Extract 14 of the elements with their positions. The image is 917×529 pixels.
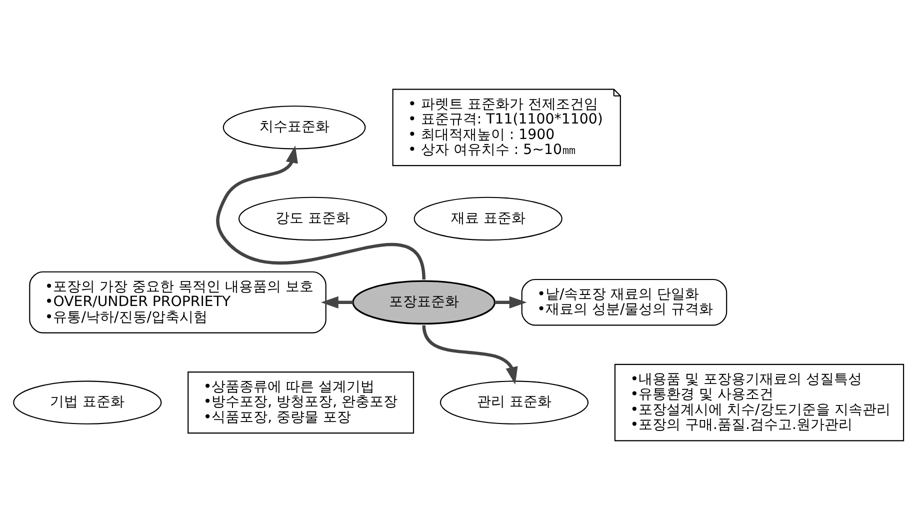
node-box: •상품종류에 따른 설계기법 •방수포장, 방청포장, 완충포장 •식품포장, 중량물 포장 bbox=[188, 371, 414, 434]
node-ellipse: 기법 표준화 bbox=[13, 380, 162, 424]
node-box: •내용품 및 포장용기재료의 성질특성 •유통환경 및 사용조건 •포장설계시에 치수/강도기준을 지속관리 •포장의 구매.품질.검수고.원가관리 bbox=[614, 363, 904, 441]
arrow bbox=[494, 296, 527, 308]
node-ellipse: 포장표준화 bbox=[352, 280, 496, 324]
node-box: •포장의 가장 중요한 목적인 내용품의 보호 •OVER/UNDER PROPRIETY •유통/낙하/진동/압축시험 bbox=[29, 270, 326, 333]
node-ellipse: 관리 표준화 bbox=[440, 380, 589, 424]
node-ellipse: 치수표준화 bbox=[222, 105, 366, 149]
arrow bbox=[320, 296, 354, 308]
node-box: •낱/속포장 재료의 단일화 •재료의 성분/물성의 규격화 bbox=[521, 278, 728, 326]
node-ellipse: 강도 표준화 bbox=[238, 196, 388, 240]
node-ellipse: 재료 표준화 bbox=[414, 196, 562, 240]
arrow bbox=[216, 144, 426, 280]
arrow bbox=[422, 324, 518, 384]
